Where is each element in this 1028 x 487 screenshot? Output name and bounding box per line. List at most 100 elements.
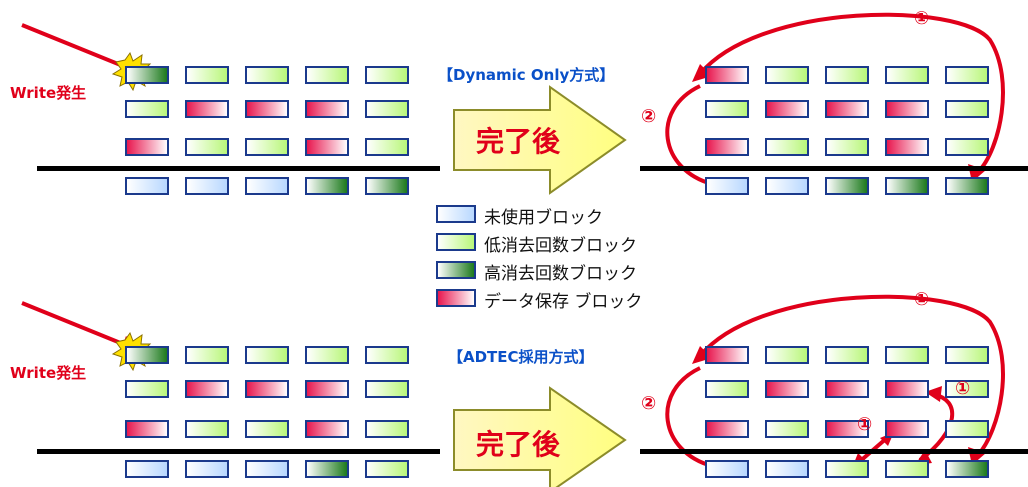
marker-two-bottom: ② [641,393,657,414]
block-low [825,138,869,156]
panel-title-top: 【Dynamic Only方式】 [438,66,615,84]
write-arrow-bottom [21,301,129,348]
block-unused [125,177,169,195]
block-unused [245,460,289,478]
block-low [945,138,989,156]
block-high [885,177,929,195]
marker-one-bottom-mid: ① [955,378,971,399]
block-data [305,100,349,118]
block-high [305,177,349,195]
block-low [365,460,409,478]
block-high [305,460,349,478]
block-data [765,380,809,398]
block-low [825,66,869,84]
panel-title-bottom: 【ADTEC採用方式】 [448,348,594,366]
block-data [305,380,349,398]
block-low [945,380,989,398]
marker-two-top: ② [641,106,657,127]
block-unused [705,460,749,478]
marker-one-bottom-low: ① [857,414,873,435]
block-data [885,138,929,156]
block-data [125,420,169,438]
block-low [765,138,809,156]
block-unused [245,177,289,195]
block-data [705,138,749,156]
block-low [365,346,409,364]
legend-swatch-unused [436,205,476,223]
divider-bottom-left [37,449,440,454]
block-low [125,380,169,398]
move-arrow-bottom-2 [665,366,713,468]
block-data [245,380,289,398]
block-low [945,420,989,438]
block-low [825,460,869,478]
block-low [245,66,289,84]
marker-one-bottom: ① [914,289,930,310]
legend-swatch-high [436,261,476,279]
block-data [885,380,929,398]
legend-swatch-low [436,233,476,251]
block-low [765,66,809,84]
block-low [945,346,989,364]
block-low [945,66,989,84]
block-low [885,460,929,478]
block-low [365,420,409,438]
block-high [365,177,409,195]
block-low [705,100,749,118]
block-data [185,380,229,398]
block-data [705,346,749,364]
block-unused [125,460,169,478]
legend-label-data: データ保存 ブロック [484,292,643,312]
block-high [945,460,989,478]
block-low [885,66,929,84]
block-high [125,346,169,364]
block-data [245,100,289,118]
block-data [705,66,749,84]
block-data [705,420,749,438]
divider-top-right [640,166,1028,171]
legend-label-high: 高消去回数ブロック [484,264,637,284]
legend-label-unused: 未使用ブロック [484,208,603,228]
block-low [245,346,289,364]
block-data [885,420,929,438]
block-high [825,177,869,195]
block-low [765,420,809,438]
arrow-label-bottom: 完了後 [476,428,561,461]
marker-one-top: ① [914,8,930,29]
block-data [825,100,869,118]
divider-bottom-right [640,449,1028,454]
block-low [885,346,929,364]
move-arrow-top-2 [665,84,713,186]
block-data [305,420,349,438]
block-data [305,138,349,156]
write-arrow-top [21,23,129,70]
block-data [825,380,869,398]
legend-label-low: 低消去回数ブロック [484,236,637,256]
block-data [825,420,869,438]
block-low [945,100,989,118]
move-arrow-bottom-1 [698,294,1005,457]
block-low [365,66,409,84]
block-low [305,346,349,364]
move-arrow-top-1 [698,12,1005,174]
block-low [245,138,289,156]
block-unused [185,177,229,195]
block-low [125,100,169,118]
block-low [705,380,749,398]
big-arrow-bottom [453,386,627,487]
block-low [365,380,409,398]
block-low [825,346,869,364]
block-low [365,100,409,118]
block-unused [185,460,229,478]
write-label-top: Write発生 [10,84,87,102]
block-low [185,346,229,364]
block-low [245,420,289,438]
write-label-bottom: Write発生 [10,364,87,382]
block-data [765,100,809,118]
block-high [125,66,169,84]
block-low [365,138,409,156]
block-unused [765,177,809,195]
block-low [185,420,229,438]
divider-top-left [37,166,440,171]
